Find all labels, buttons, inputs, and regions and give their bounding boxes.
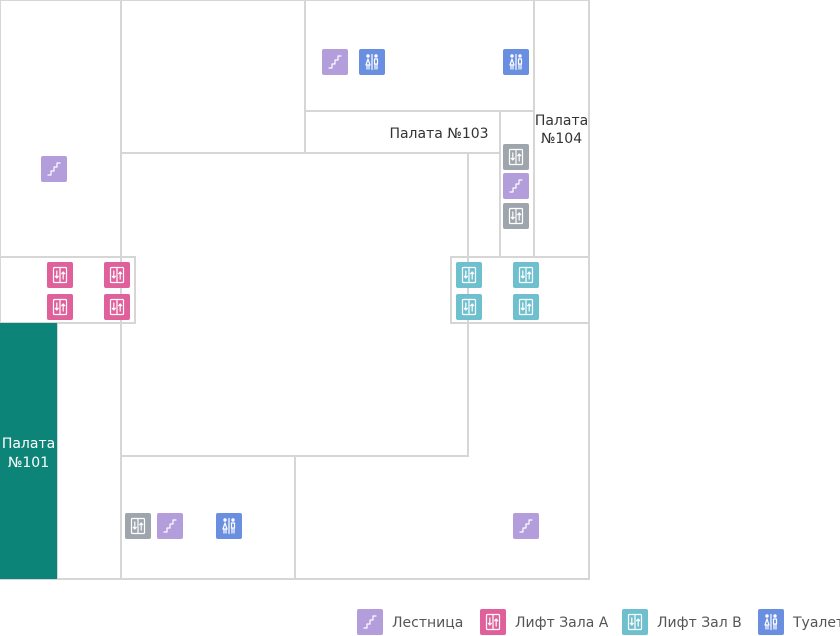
elevator-icon (52, 298, 68, 316)
lift-hall-b-marker[interactable] (456, 262, 482, 288)
stairs-icon (509, 179, 523, 193)
ward-103[interactable]: Палата №103 (389, 126, 488, 142)
ward-104-label-line1: Палата (535, 113, 588, 129)
elevator-icon (485, 613, 501, 631)
legend-label: Туалет (792, 615, 840, 631)
lift-hall-a-marker[interactable] (47, 294, 73, 320)
legend-label: Лестница (392, 615, 463, 631)
elevator-icon (627, 613, 643, 631)
stairs-icon (328, 55, 342, 69)
stairs-marker[interactable] (41, 156, 67, 182)
lift-hall-a-marker[interactable] (104, 294, 130, 320)
service-lift-marker[interactable] (503, 203, 529, 229)
ward-104[interactable]: Палата №104 (535, 113, 588, 147)
toilet-icon (365, 53, 379, 71)
elevator-icon (130, 517, 146, 535)
lift-hall-a-marker[interactable] (47, 262, 73, 288)
toilet-icon (764, 613, 778, 631)
ward-104-label-line2: №104 (541, 131, 582, 147)
stairs-icon (363, 615, 377, 629)
toilet-marker[interactable] (359, 49, 385, 75)
ward-101[interactable]: Палата №101 (0, 323, 57, 579)
lift-hall-a-marker[interactable] (104, 262, 130, 288)
legend-item-lift-hall-b: Лифт Зал В (622, 609, 742, 635)
lift-hall-b-marker[interactable] (513, 262, 539, 288)
elevator-icon (461, 266, 477, 284)
service-lift-marker[interactable] (125, 513, 151, 539)
stairs-marker[interactable] (322, 49, 348, 75)
poi-markers (41, 49, 539, 539)
lift-hall-b-marker[interactable] (456, 294, 482, 320)
legend-item-lift-hall-a: Лифт Зала А (480, 609, 609, 635)
elevator-icon (109, 266, 125, 284)
service-lift-marker[interactable] (503, 144, 529, 170)
elevator-icon (518, 266, 534, 284)
stairs-icon (519, 519, 533, 533)
legend-item-toilet: Туалет (758, 609, 840, 635)
stairs-marker[interactable] (157, 513, 183, 539)
legend-label: Лифт Зала А (515, 615, 609, 631)
stairs-icon (47, 162, 61, 176)
elevator-icon (508, 148, 524, 166)
elevator-icon (518, 298, 534, 316)
toilet-icon (509, 53, 523, 71)
elevator-icon (461, 298, 477, 316)
stairs-icon (163, 519, 177, 533)
elevator-icon (109, 298, 125, 316)
legend: Лестница Лифт Зала А Лифт Зал В Туалет (357, 609, 840, 635)
lift-hall-b-marker[interactable] (513, 294, 539, 320)
elevator-icon (52, 266, 68, 284)
toilet-icon (222, 517, 236, 535)
toilet-marker[interactable] (503, 49, 529, 75)
ward-101-label-line1: Палата (2, 436, 55, 452)
stairs-marker[interactable] (513, 513, 539, 539)
legend-label: Лифт Зал В (657, 615, 742, 631)
elevator-icon (508, 207, 524, 225)
toilet-marker[interactable] (216, 513, 242, 539)
ward-103-label: Палата №103 (389, 126, 488, 142)
ward-101-label-line2: №101 (8, 455, 49, 471)
legend-item-stairs: Лестница (357, 609, 463, 635)
walls (0, 0, 590, 580)
stairs-marker[interactable] (503, 173, 529, 199)
